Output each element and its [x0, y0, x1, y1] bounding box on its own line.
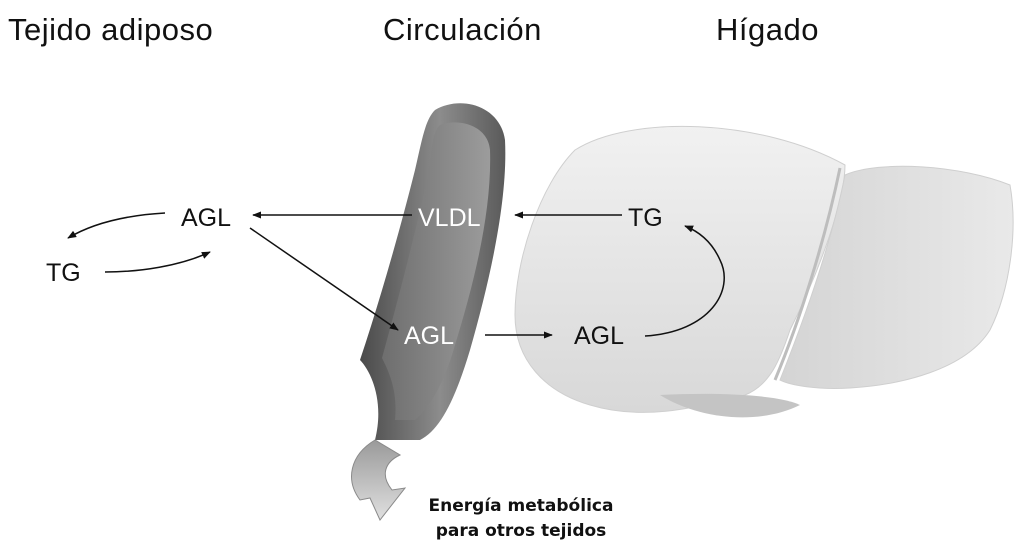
label-circulation-vldl: VLDL — [418, 204, 481, 232]
arrow-adipose-agl-to-tg — [68, 213, 165, 238]
arrow-adipose-tg-to-agl — [105, 252, 210, 272]
liver-illustration — [515, 126, 1013, 417]
label-circulation-agl: AGL — [404, 322, 454, 350]
liver-underside — [660, 394, 800, 417]
label-liver-agl: AGL — [574, 322, 624, 350]
blood-vessel-illustration — [352, 103, 506, 520]
arrow-adipose-agl-to-circulation-agl — [250, 228, 398, 330]
label-adipose-agl: AGL — [181, 204, 231, 232]
label-liver-tg: TG — [628, 204, 663, 232]
energy-flow-arrow — [352, 440, 405, 520]
note-energy-line1: Energía metabólica — [429, 496, 614, 516]
label-adipose-tg: TG — [46, 259, 81, 287]
note-energy-line2: para otros tejidos — [436, 521, 607, 541]
